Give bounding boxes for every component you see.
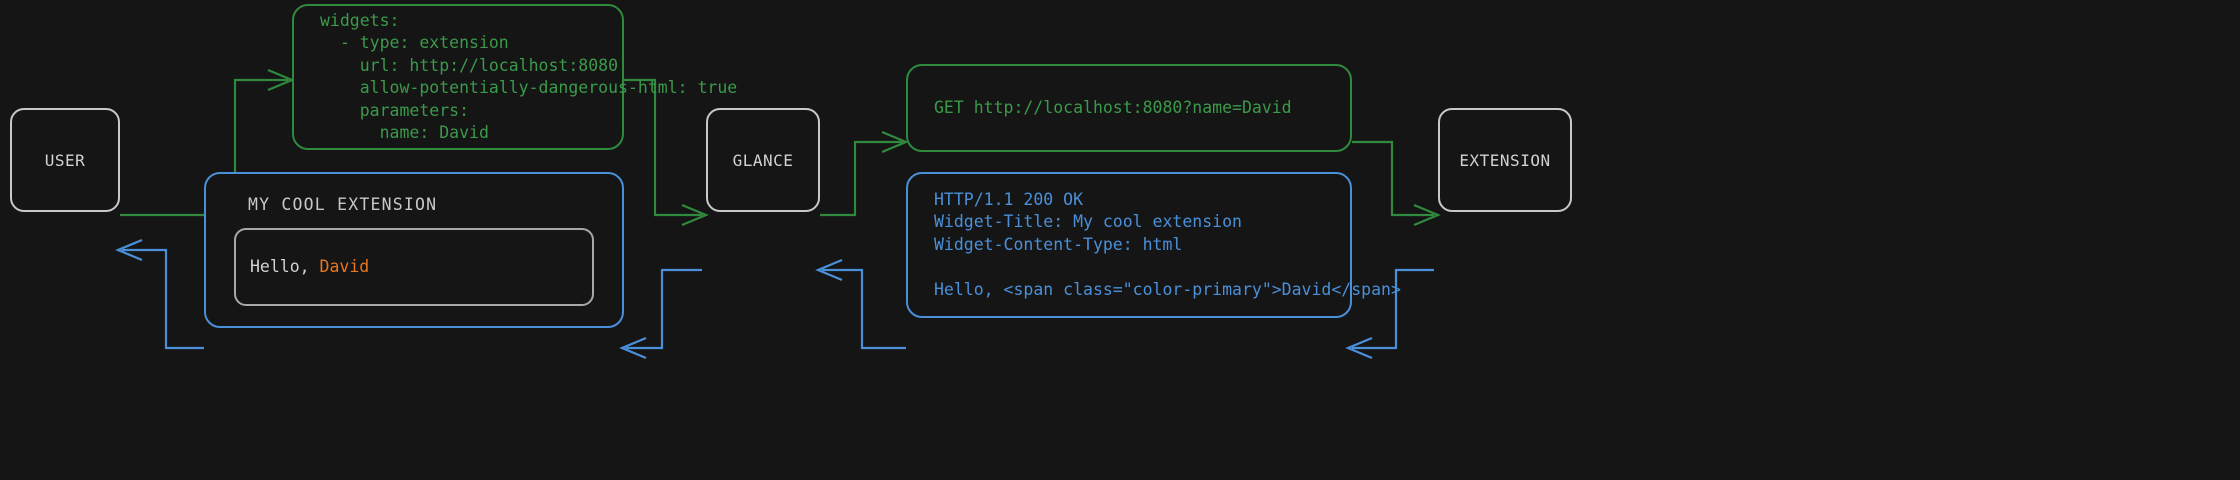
node-user-label: USER xyxy=(44,150,86,170)
widget-preview-card: Hello, David xyxy=(234,227,594,306)
node-glance-label: GLANCE xyxy=(732,150,794,170)
node-user[interactable]: USER xyxy=(10,108,120,212)
widget-body-accent: David xyxy=(319,257,370,276)
node-glance[interactable]: GLANCE xyxy=(706,108,820,212)
arrow-request-to-extension xyxy=(1352,140,1441,227)
arrow-widget-to-user xyxy=(115,238,204,350)
message-http-request[interactable]: GET http://localhost:8080?name=David xyxy=(906,64,1352,152)
widget-preview: MY COOL EXTENSION Hello, David xyxy=(206,195,622,306)
message-rendered-widget[interactable]: MY COOL EXTENSION Hello, David xyxy=(204,172,624,328)
message-config-yaml[interactable]: widgets: - type: extension url: http://l… xyxy=(292,4,738,150)
widget-preview-title: MY COOL EXTENSION xyxy=(248,194,438,214)
arrow-glance-to-widget xyxy=(619,268,702,360)
message-http-response[interactable]: HTTP/1.1 200 OK Widget-Title: My cool ex… xyxy=(906,172,1401,318)
http-response-text: HTTP/1.1 200 OK Widget-Title: My cool ex… xyxy=(934,189,1401,299)
node-extension[interactable]: EXTENSION xyxy=(1438,108,1572,212)
arrow-response-to-glance xyxy=(815,258,906,350)
http-request-text: GET http://localhost:8080?name=David xyxy=(934,97,1292,117)
widget-preview-body: Hello, David xyxy=(250,257,369,276)
config-yaml-text: widgets: - type: extension url: http://l… xyxy=(320,10,738,143)
arrow-glance-to-request xyxy=(820,130,909,217)
arrow-config-to-glance xyxy=(624,78,709,227)
widget-body-prefix: Hello, xyxy=(250,257,320,276)
node-extension-label: EXTENSION xyxy=(1459,150,1551,170)
